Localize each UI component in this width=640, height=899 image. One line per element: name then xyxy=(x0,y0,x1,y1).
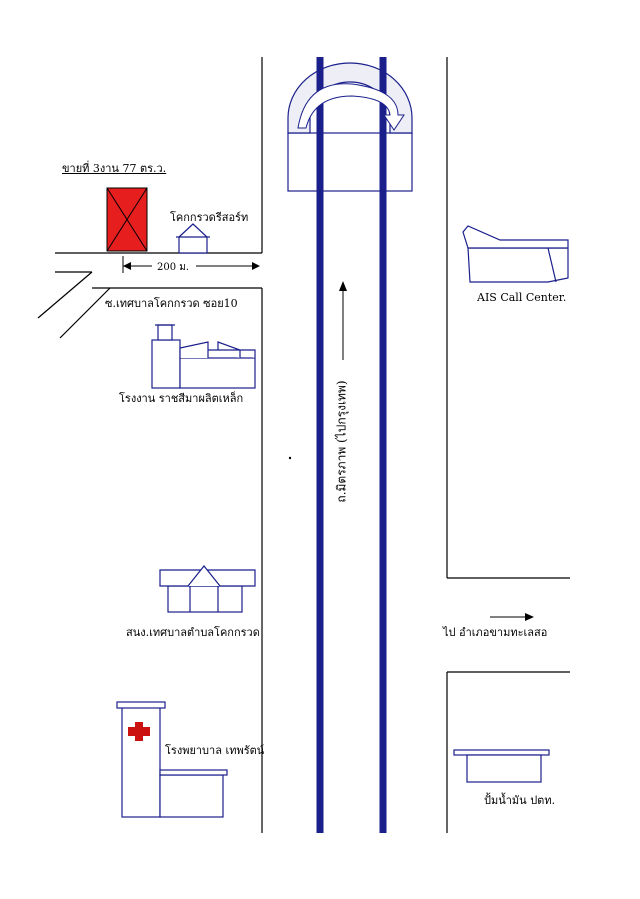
to-district-label: ไป อำเภอขามทะเลสอ xyxy=(443,626,548,639)
highway-name-label: ถ.มิตรภาพ (ไปกรุงเทพ) xyxy=(334,380,349,503)
resort-house-icon xyxy=(176,223,210,254)
soi-branch-diag-1 xyxy=(37,271,93,319)
hospital-label: โรงพยาบาล เทพรัตน์ xyxy=(165,744,265,757)
sale-plot-x2 xyxy=(106,187,148,252)
to-district-arrowhead xyxy=(525,613,534,621)
factory-label: โรงงาน ราชสีมาผลิตเหล็ก xyxy=(119,392,244,405)
soi-label: ซ.เทศบาลโคกกรวด ซอย10 xyxy=(105,297,238,310)
hospital-icon xyxy=(116,701,228,818)
gas-station-icon xyxy=(453,749,550,783)
u-turn-base xyxy=(287,132,413,192)
factory-icon xyxy=(151,324,256,389)
distance-label: 200 ม. xyxy=(157,262,190,273)
highway-direction-arrowhead xyxy=(339,281,347,291)
soi-branch-diag-2 xyxy=(59,287,111,339)
u-turn-arrow xyxy=(297,83,405,131)
municipal-office-icon xyxy=(159,565,256,613)
distance-arrowhead-left xyxy=(123,262,131,270)
sale-label: ขายที่ 3งาน 77 ตร.ว. xyxy=(62,162,167,175)
distance-arrowhead-right xyxy=(252,262,260,270)
ais-label: AIS Call Center. xyxy=(477,291,567,304)
municipal-office-label: สนง.เทศบาลตำบลโคกกรวด xyxy=(126,626,260,639)
ais-building-icon xyxy=(462,225,569,283)
hospital-cross-icon xyxy=(128,722,150,741)
map-dot xyxy=(288,456,292,460)
gas-station-label: ปั้มน้ำมัน ปตท. xyxy=(484,794,556,807)
resort-label: โคกกรวดรีสอร์ท xyxy=(170,211,249,224)
